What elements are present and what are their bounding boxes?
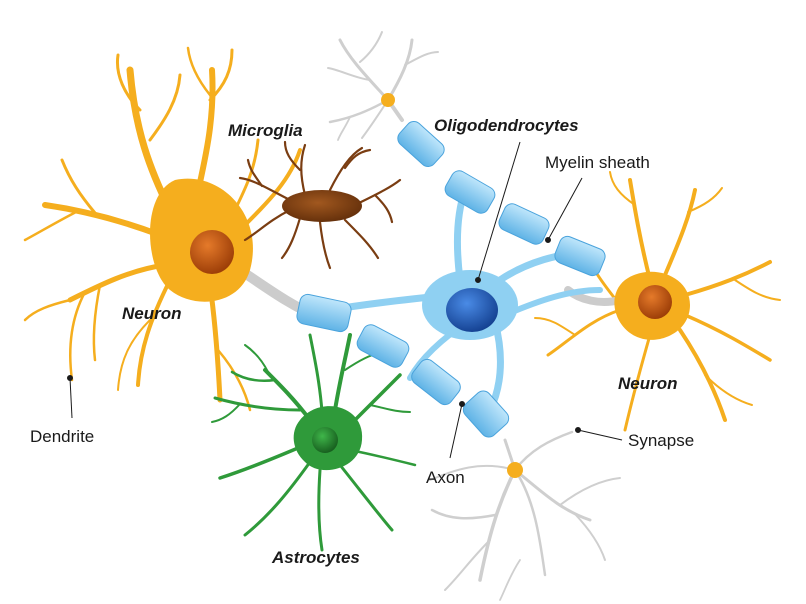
gray-neuron-top-soma (381, 93, 395, 107)
neuron-left-dendrites (23, 46, 302, 412)
microglia-body (282, 190, 362, 222)
gray-neuron-top (327, 31, 439, 141)
label-oligodendrocytes: Oligodendrocytes (434, 116, 579, 135)
neuron-left-nucleus (190, 230, 234, 274)
oligodendrocyte-nucleus (446, 288, 498, 332)
neuron-right-nucleus (638, 285, 672, 319)
gray-neuron-bottom (429, 430, 621, 601)
myelin-segments (296, 121, 606, 438)
label-myelin-sheath: Myelin sheath (545, 153, 650, 172)
label-dendrite: Dendrite (30, 427, 94, 446)
astrocyte-nucleus (312, 427, 338, 453)
label-synapse: Synapse (628, 431, 694, 450)
label-microglia: Microglia (228, 121, 303, 140)
label-astrocytes: Astrocytes (271, 548, 360, 567)
leader-lines (67, 141, 623, 459)
label-neuron-left: Neuron (122, 304, 182, 323)
label-neuron-right: Neuron (618, 374, 678, 393)
label-axon: Axon (426, 468, 465, 487)
gray-neuron-bottom-soma (507, 462, 523, 478)
